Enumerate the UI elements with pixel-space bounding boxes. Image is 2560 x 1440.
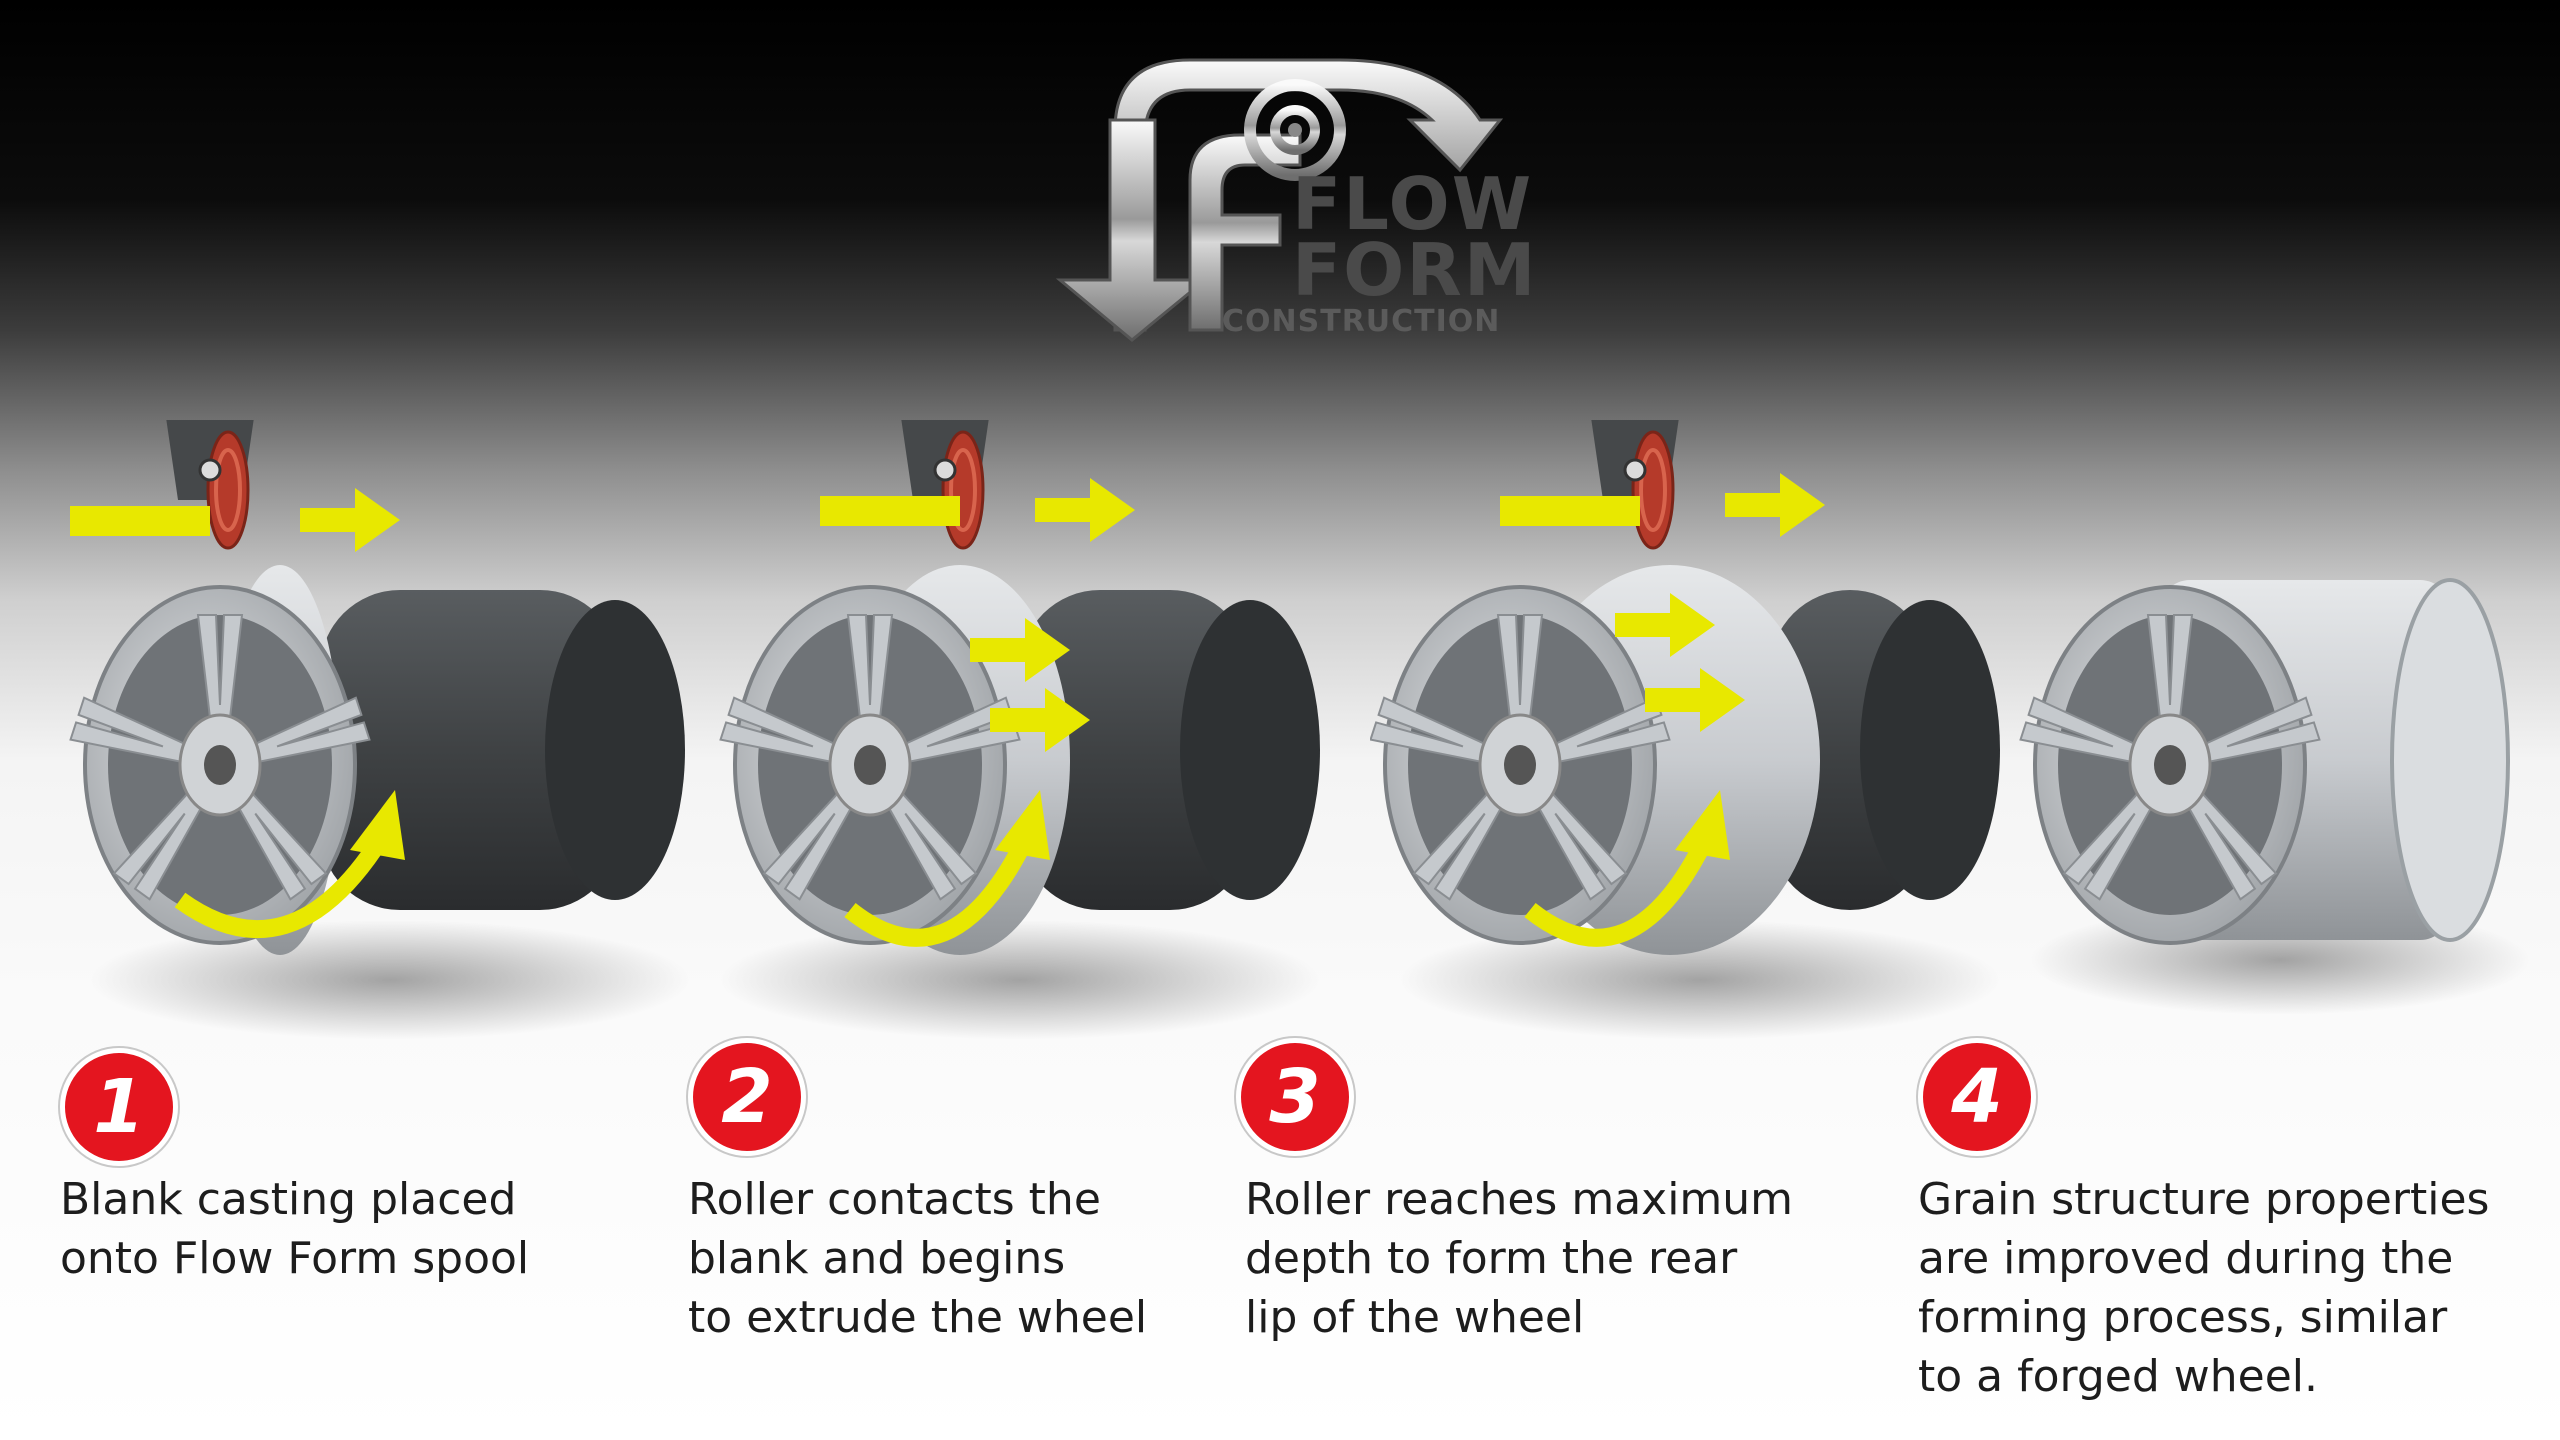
step-1-caption: Blank casting placed onto Flow Form spoo… [60, 1174, 530, 1284]
flow-form-logo-icon [1055, 58, 1504, 342]
logo-construction-text: CONSTRUCTION [1222, 304, 1501, 339]
step-3-caption: Roller reaches maximum depth to form the… [1245, 1174, 1794, 1343]
step-1-badge: 1 [60, 1048, 178, 1166]
stage-3-illustration [1370, 420, 2000, 1040]
step-4-badge: 4 [1918, 1038, 2036, 1156]
logo-form-text: FORM [1292, 228, 1538, 312]
step-4-caption: Grain structure properties are improved … [1918, 1174, 2490, 1402]
stage-1-illustration [68, 420, 690, 1040]
logo-flow-text: FLOW [1292, 162, 1534, 246]
step-2-caption: Roller contacts the blank and begins to … [688, 1174, 1148, 1343]
step-3-badge: 3 [1236, 1038, 1354, 1156]
stage-2-illustration [718, 420, 1320, 1040]
step-2-badge: 2 [688, 1038, 806, 1156]
stage-4-illustration [2018, 578, 2530, 1015]
